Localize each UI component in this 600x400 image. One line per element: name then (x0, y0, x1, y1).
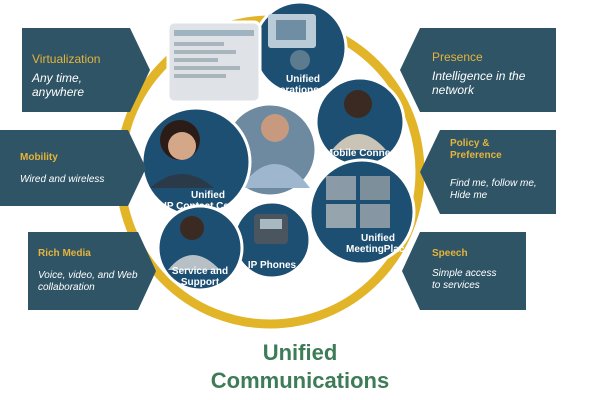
panel-desc-line: collaboration (38, 281, 95, 293)
bubble-label-line: Unified (191, 190, 225, 201)
panel-desc: Any time, anywhere (32, 71, 85, 100)
bubble-label-line: Unified (286, 74, 320, 85)
panel-title: Policy & Preference (450, 138, 502, 161)
panel-title: Presence (432, 50, 483, 64)
bubble-label-line: MeetingPlace (346, 244, 410, 255)
bubble-label-line: Mobile Connect (325, 148, 400, 159)
panel-policy-preference: Policy & Preference Find me, follow me, … (420, 130, 556, 214)
bubble-unified-ip-contact-center: Unified IP Contact Center (140, 106, 252, 218)
arrow-left-icon (402, 232, 420, 310)
panel-mobility: Mobility Wired and wireless (0, 130, 146, 206)
arrow-left-icon (420, 130, 440, 214)
bubble-label-line: Support (181, 277, 220, 288)
panel-desc-line: Find me, follow me, (450, 178, 537, 189)
panel-virtualization: Virtualization Any time, anywhere (22, 28, 150, 112)
panel-title: Mobility (20, 152, 58, 163)
bubble-mobile-connect: Mobile Connect (314, 76, 406, 168)
panel-desc-line: Any time, (32, 71, 83, 85)
panel-desc-line: network (432, 82, 475, 97)
panel-title: Speech (432, 248, 468, 259)
panel-desc-line: Simple access (432, 268, 497, 279)
bubble-ip-phones: IP Phones (232, 200, 312, 280)
bubble-unified-operations-mgr: Unified Operations Mgr (252, 0, 348, 96)
bubble-label-line: Operations Mgr (266, 85, 340, 96)
main-title-line-1: Unified (262, 340, 338, 365)
panel-desc: Find me, follow me, Hide me (450, 178, 537, 201)
bubble-label-line: IP Phones (248, 260, 297, 271)
panel-desc: Simple access to services (432, 268, 496, 291)
panel-desc-line: to services (432, 279, 480, 291)
bubble-label-line: Service and (172, 266, 228, 277)
arrow-right-icon (138, 232, 156, 310)
panel-desc: Wired and wireless (20, 174, 104, 186)
panel-title: Virtualization (32, 52, 101, 66)
main-title-line-2: Communications (210, 368, 390, 393)
panel-speech: Speech Simple access to services (402, 232, 526, 310)
arrow-right-icon (130, 28, 150, 112)
panel-title: Rich Media (38, 248, 91, 259)
panel-desc: Intelligence in the network (432, 69, 526, 98)
arrow-left-icon (400, 28, 420, 112)
panel-desc-line: anywhere (32, 84, 85, 99)
panel-desc: Voice, video, and Web collaboration (38, 270, 138, 293)
panel-desc-line: Wired and wireless (20, 174, 105, 185)
panel-presence: Presence Intelligence in the network (400, 28, 556, 112)
bubble-service-and-support: Service and Support (156, 204, 244, 292)
panel-desc-line: Hide me (450, 189, 488, 201)
panel-desc-line: Voice, video, and Web (38, 270, 138, 281)
arrow-right-icon (128, 130, 146, 206)
panel-title-line: Preference (450, 149, 502, 161)
panel-desc-line: Intelligence in the (432, 69, 526, 83)
bubble-label-line: Unified (361, 233, 395, 244)
bubble-unified-meetingplace: Unified MeetingPlace (308, 158, 416, 266)
panel-rich-media: Rich Media Voice, video, and Web collabo… (28, 232, 156, 310)
panel-title-line: Policy & (450, 138, 490, 149)
